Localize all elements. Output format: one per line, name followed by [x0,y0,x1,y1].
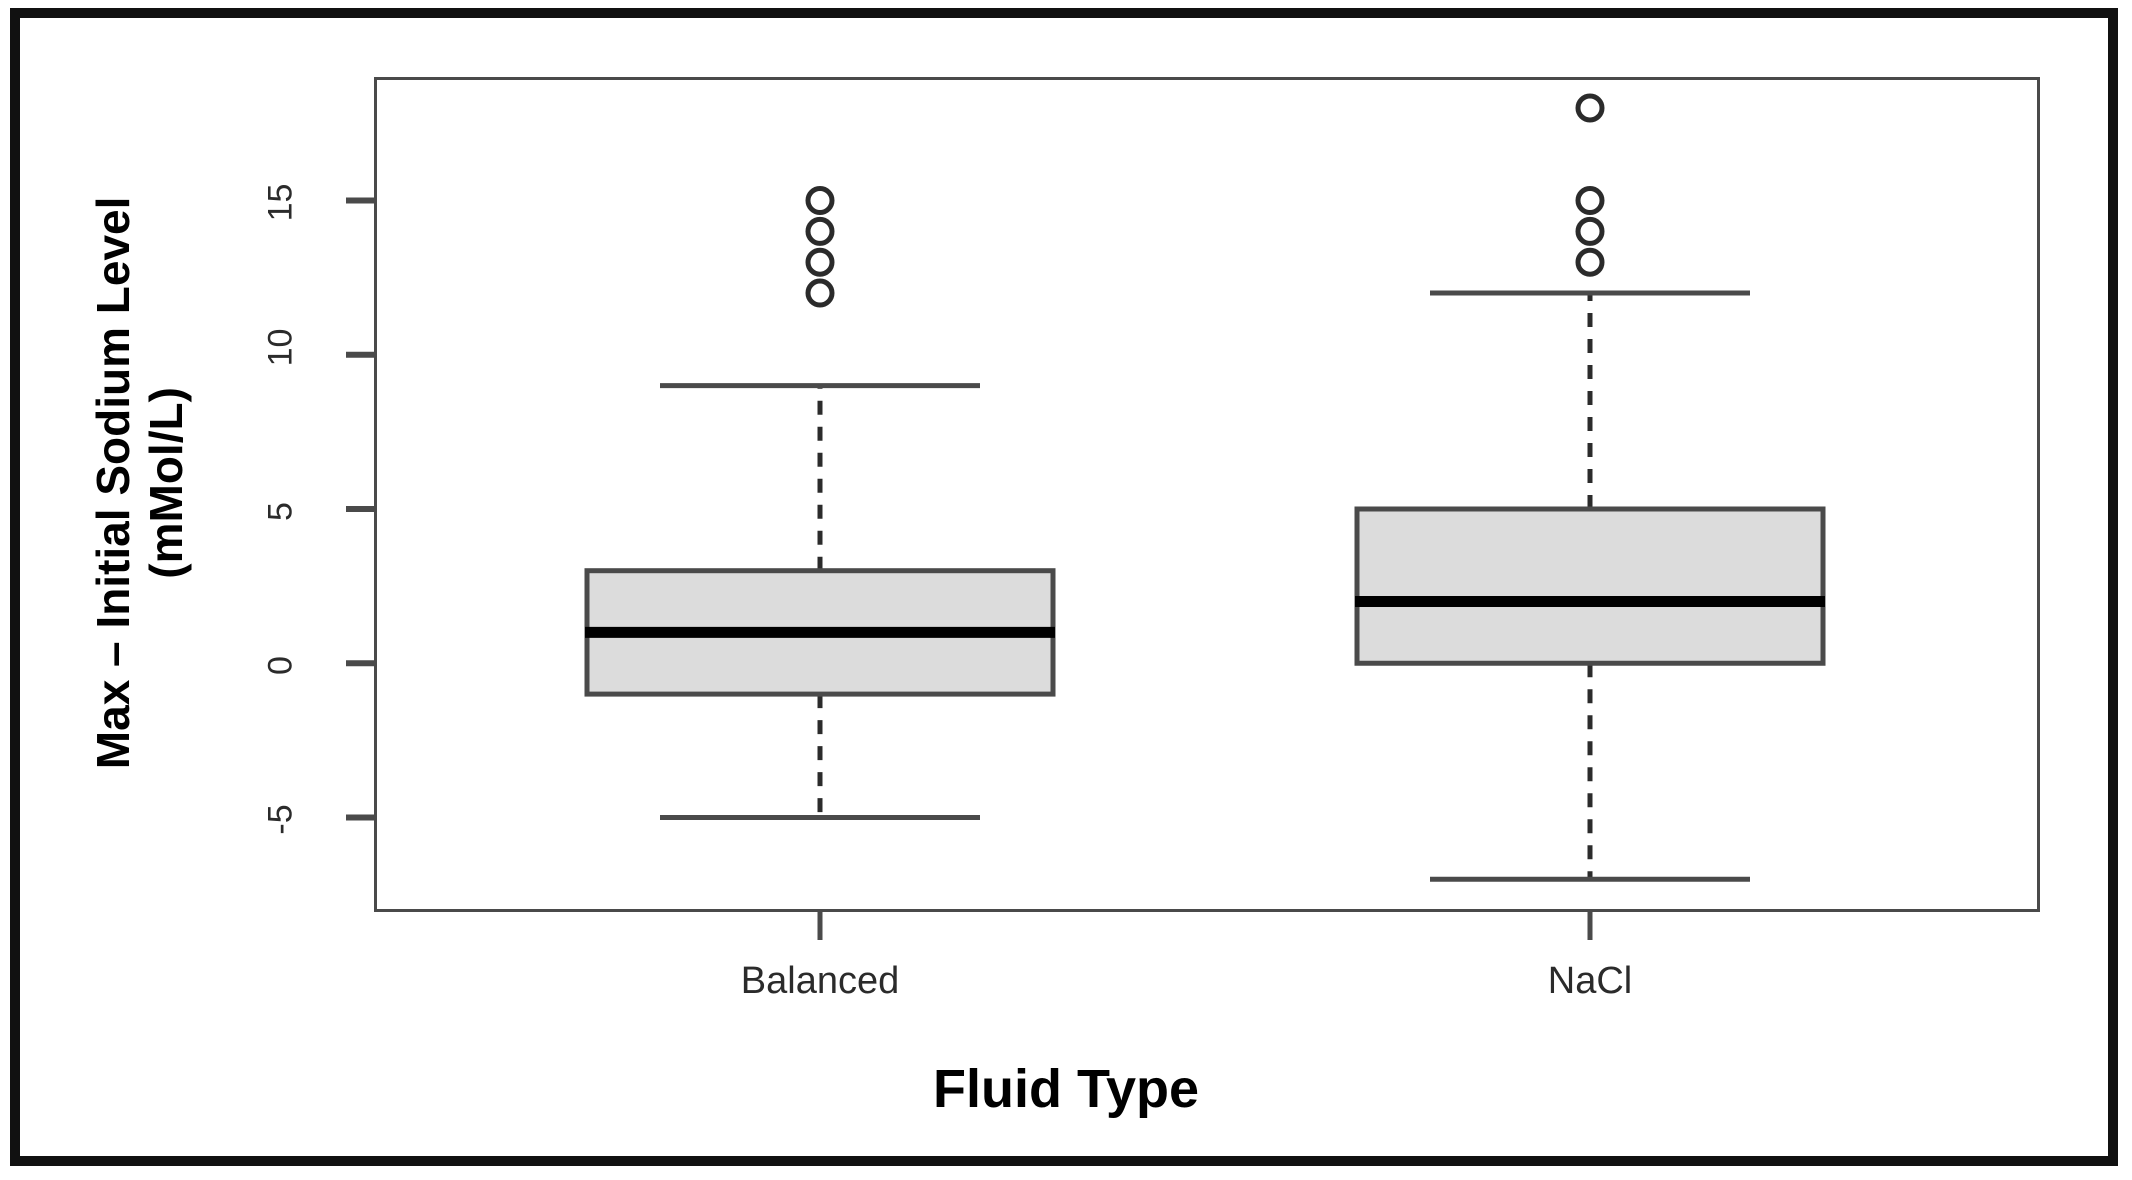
outlier-point [805,216,835,246]
box-group-layer [584,93,1826,882]
box-balanced [584,186,1056,820]
x-tick-label-balanced: Balanced [740,960,900,1002]
x-axis-title: Fluid Type [933,1059,1199,1119]
outlier-point [1575,186,1605,215]
plot-frame [374,77,2040,912]
y-axis-ticks [346,197,374,821]
box-rect [1354,506,1826,666]
outlier-point [1575,247,1605,277]
x-axis-ticks [817,912,1593,940]
outlier-point [805,278,835,308]
outlier-point [1575,93,1605,123]
outlier-point [1575,216,1605,246]
x-tick-label-nacl: NaCl [1547,960,1633,1002]
outlier-point [805,186,835,215]
outlier-point [805,247,835,277]
box-nacl [1354,93,1826,882]
